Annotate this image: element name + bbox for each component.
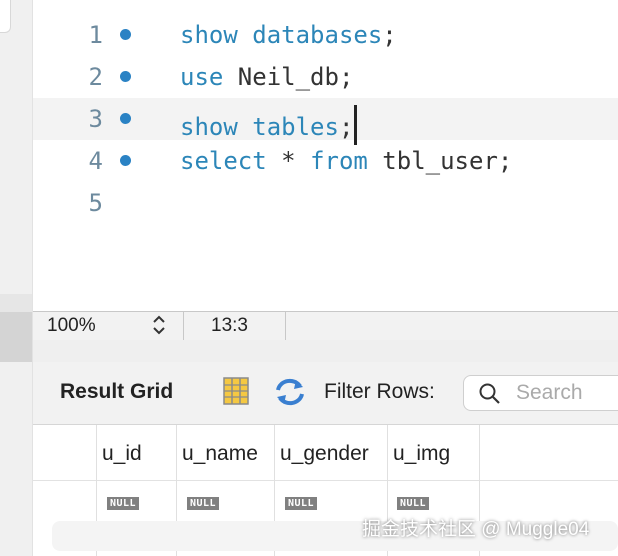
left-sidebar-edge: [0, 0, 33, 556]
code-text[interactable]: show databases;: [180, 21, 397, 49]
code-token: Neil_db;: [223, 63, 354, 91]
column-divider[interactable]: [274, 425, 275, 556]
null-cell[interactable]: NULL: [187, 497, 220, 510]
statement-marker-icon[interactable]: [120, 71, 131, 82]
line-number: 4: [88, 147, 103, 175]
column-header-u-name[interactable]: u_name: [182, 442, 258, 465]
filter-rows-label: Filter Rows:: [324, 380, 435, 403]
result-grid-title: Result Grid: [60, 380, 174, 403]
code-token: ;: [338, 113, 354, 141]
keyword: select: [180, 147, 267, 175]
cursor-position: 13:3: [211, 315, 248, 336]
column-divider[interactable]: [479, 425, 480, 556]
status-divider: [285, 312, 286, 340]
sql-editor[interactable]: 1 show databases; 2 use Neil_db; 3 show …: [33, 0, 618, 311]
null-cell[interactable]: NULL: [285, 497, 318, 510]
line-number: 2: [88, 63, 103, 91]
code-token: *: [266, 147, 311, 175]
null-cell[interactable]: NULL: [107, 497, 140, 510]
sidebar-splitter[interactable]: [0, 312, 32, 362]
keyword: show databases: [180, 21, 383, 49]
editor-line: 2 use Neil_db;: [33, 56, 618, 98]
statement-marker-icon[interactable]: [120, 155, 131, 166]
keyword: use: [180, 63, 224, 91]
column-header-u-img[interactable]: u_img: [393, 442, 451, 465]
editor-status-bar: 100% 13:3: [33, 311, 618, 341]
sidebar-band: [0, 294, 32, 312]
refresh-icon[interactable]: [273, 376, 307, 408]
sidebar-tab[interactable]: [0, 0, 11, 33]
column-divider[interactable]: [176, 425, 177, 556]
code-token: ;: [382, 21, 397, 49]
code-token: tbl_user;: [367, 147, 513, 175]
status-divider: [183, 312, 184, 340]
keyword: show tables: [180, 113, 339, 141]
code-text[interactable]: use Neil_db;: [180, 63, 353, 91]
column-header-u-id[interactable]: u_id: [102, 442, 142, 465]
keyword: from: [310, 147, 368, 175]
code-text[interactable]: show tables;: [180, 105, 358, 145]
editor-line: 4 select * from tbl_user;: [33, 140, 618, 182]
search-icon: [479, 383, 500, 404]
column-divider[interactable]: [387, 425, 388, 556]
watermark: 掘金技术社区 @ Muggle04: [362, 519, 590, 540]
statement-marker-icon[interactable]: [120, 113, 131, 124]
result-grid-toolbar: Result Grid Filter Rows:: [33, 362, 618, 425]
filter-search-box[interactable]: [463, 375, 618, 411]
text-cursor: [354, 105, 358, 145]
line-number: 5: [88, 189, 103, 217]
code-text[interactable]: select * from tbl_user;: [180, 147, 512, 175]
filter-search-input[interactable]: [514, 379, 618, 407]
updown-chevron-icon[interactable]: [151, 314, 167, 337]
table-header-row: [33, 425, 618, 481]
editor-line: 5: [33, 182, 618, 224]
column-divider[interactable]: [96, 425, 97, 556]
null-cell[interactable]: NULL: [397, 497, 430, 510]
column-header-u-gender[interactable]: u_gender: [280, 442, 369, 465]
line-number: 1: [88, 21, 103, 49]
horizontal-scrollbar[interactable]: [52, 521, 618, 551]
statement-marker-icon[interactable]: [120, 29, 131, 40]
editor-line-active: 3 show tables;: [33, 98, 618, 145]
line-number: 3: [88, 105, 103, 133]
editor-line: 1 show databases;: [33, 14, 618, 56]
zoom-level[interactable]: 100%: [47, 315, 96, 336]
grid-view-icon[interactable]: [223, 377, 249, 405]
